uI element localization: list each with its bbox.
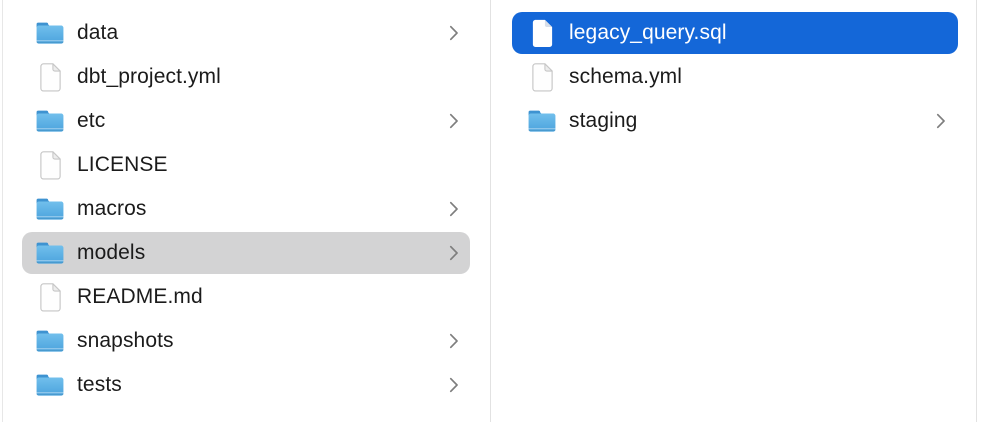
item-label: LICENSE — [77, 153, 168, 176]
column-models-contents: legacy_query.sql schema.yml staging — [491, 0, 977, 422]
document-icon — [35, 62, 65, 93]
item-label: data — [77, 21, 119, 44]
list-item-legacy-query-sql-selected[interactable]: legacy_query.sql — [512, 12, 958, 54]
list-item-snapshots[interactable]: snapshots — [22, 320, 470, 362]
item-label: staging — [569, 109, 638, 132]
chevron-right-icon — [449, 245, 459, 261]
chevron-right-icon — [936, 113, 946, 129]
item-label: etc — [77, 109, 106, 132]
chevron-right-icon — [449, 25, 459, 41]
item-label: schema.yml — [569, 65, 683, 88]
list-item-models-selected[interactable]: models — [22, 232, 470, 274]
list-item-dbt-project-yml[interactable]: dbt_project.yml — [22, 56, 470, 98]
chevron-right-icon — [449, 377, 459, 393]
list-item-license[interactable]: LICENSE — [22, 144, 470, 186]
document-icon — [35, 150, 65, 181]
folder-icon — [35, 21, 65, 46]
list-item-data[interactable]: data — [22, 12, 470, 54]
folder-icon — [35, 373, 65, 398]
list-item-tests[interactable]: tests — [22, 364, 470, 406]
chevron-right-icon — [449, 113, 459, 129]
chevron-right-icon — [449, 333, 459, 349]
column-project-root: data dbt_project.yml etc LICENSE macros … — [0, 0, 491, 422]
list-item-etc[interactable]: etc — [22, 100, 470, 142]
item-label: snapshots — [77, 329, 174, 352]
list-item-schema-yml[interactable]: schema.yml — [512, 56, 958, 98]
list-item-staging[interactable]: staging — [512, 100, 958, 142]
left-column-divider — [2, 0, 3, 422]
item-label: README.md — [77, 285, 203, 308]
folder-icon — [527, 109, 557, 134]
folder-icon — [35, 197, 65, 222]
document-icon — [35, 282, 65, 313]
item-label: legacy_query.sql — [569, 21, 727, 44]
list-item-macros[interactable]: macros — [22, 188, 470, 230]
document-icon — [527, 18, 557, 49]
folder-icon — [35, 241, 65, 266]
chevron-right-icon — [449, 201, 459, 217]
item-label: dbt_project.yml — [77, 65, 221, 88]
folder-icon — [35, 329, 65, 354]
list-item-readme-md[interactable]: README.md — [22, 276, 470, 318]
item-label: macros — [77, 197, 147, 220]
item-label: tests — [77, 373, 122, 396]
item-label: models — [77, 241, 146, 264]
folder-icon — [35, 109, 65, 134]
document-icon — [527, 62, 557, 93]
